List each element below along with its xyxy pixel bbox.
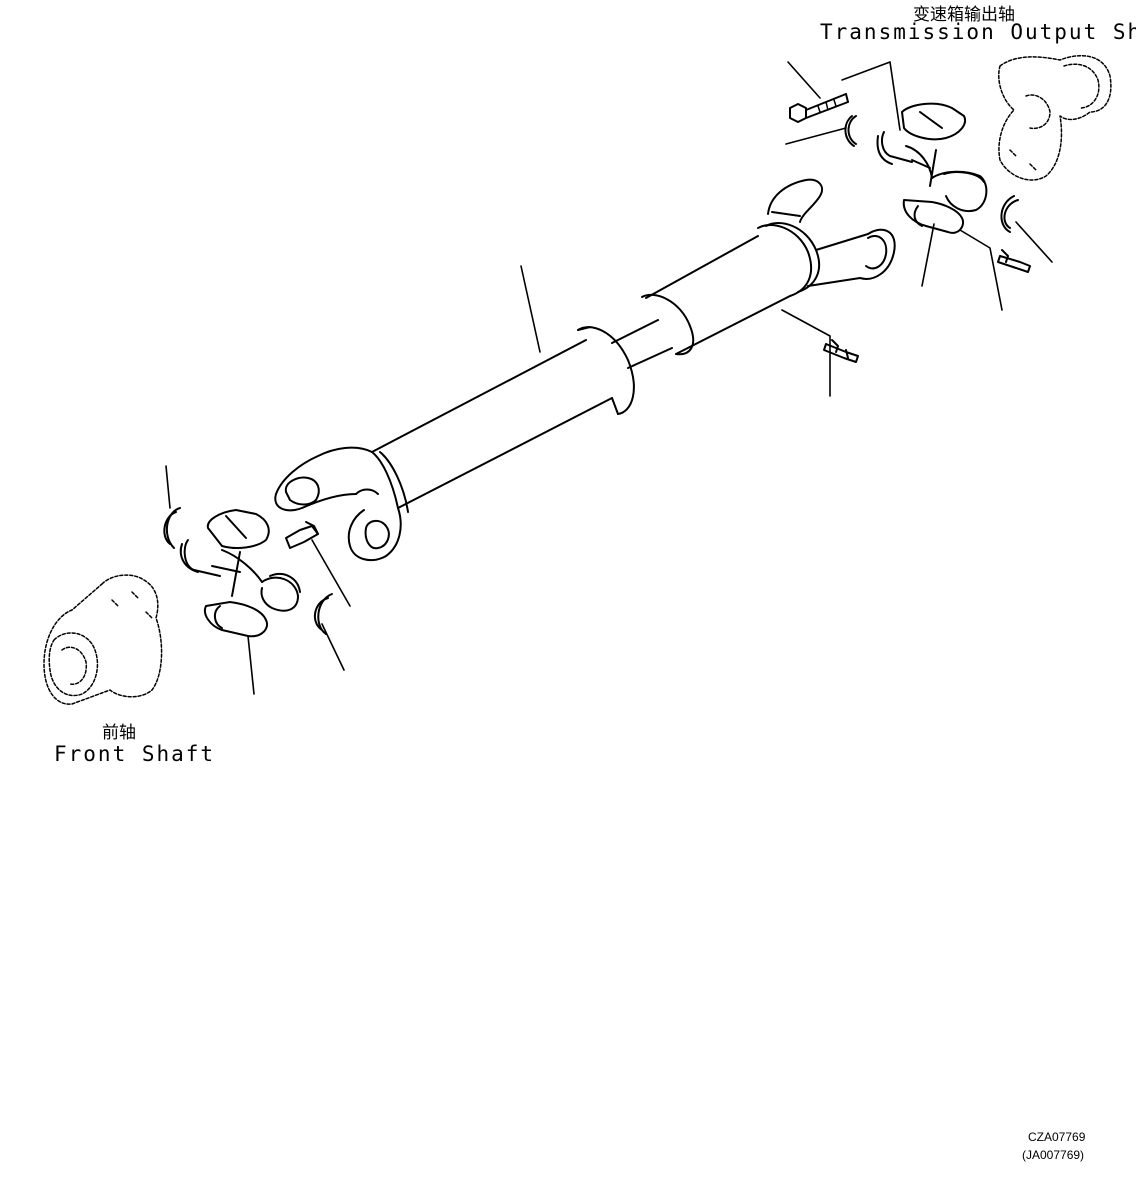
rear-snap-ring-upper [845, 116, 856, 146]
shaft-grease-fitting [824, 340, 858, 362]
leader-lines [166, 62, 1052, 694]
front-universal-joint [181, 510, 300, 636]
front-snap-ring-right [315, 594, 332, 634]
front-grease-fitting [286, 522, 318, 548]
front-snap-ring-left [164, 508, 180, 548]
rear-universal-joint [878, 104, 987, 233]
propeller-shaft [275, 180, 894, 560]
front-label-en: Front Shaft [54, 742, 216, 766]
transmission-output-housing [999, 56, 1111, 180]
leader-shaft [521, 266, 540, 352]
leader-rear-ring [786, 128, 846, 144]
front-axle-housing [44, 575, 162, 704]
front-label-cn: 前轴 [102, 723, 136, 743]
leader-front-joint [248, 636, 254, 694]
drawing-code: CZA07769 [1028, 1130, 1086, 1144]
leader-front-ring-right [322, 624, 344, 670]
leader-bolt [788, 62, 820, 98]
leader-shaft-fitting [782, 310, 830, 396]
leader-front-ring-left [166, 466, 170, 508]
leader-rear-ring-right [1016, 222, 1052, 262]
drawing-code-secondary: (JA007769) [1022, 1148, 1085, 1162]
rear-snap-ring-lower [1001, 196, 1018, 232]
rear-bolt [790, 94, 848, 122]
leader-rear-joint [922, 224, 934, 286]
rear-grease-fitting [998, 250, 1030, 272]
leader-rear-joint-top [842, 62, 900, 130]
transmission-label-en: Transmission Output Shaft [820, 20, 1136, 44]
leader-rear-fitting [960, 230, 1002, 310]
leader-front-fitting [312, 540, 350, 606]
transmission-label-cn: 变速箱输出轴 [913, 5, 1015, 25]
